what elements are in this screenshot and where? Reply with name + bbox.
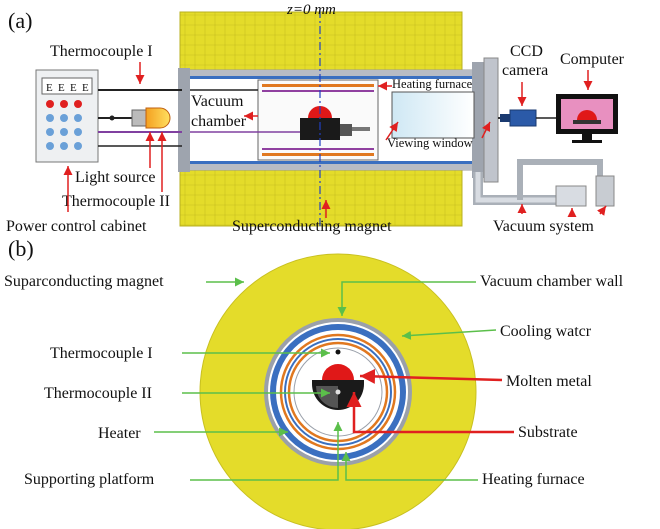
panel-a-tag: (a) <box>8 8 32 33</box>
screen-substrate <box>573 120 601 124</box>
heater-coil-top <box>262 84 374 87</box>
cabinet-display-char-4: E <box>82 82 89 94</box>
chamber-wall-bottom <box>180 164 480 170</box>
chamber-flange-right <box>472 62 484 178</box>
cabinet-display-char-3: E <box>70 82 77 94</box>
label-power-cabinet: Power control cabinet <box>6 218 147 235</box>
label-ccd-line-1: CCD <box>510 43 543 60</box>
magnet-bottom-block <box>179 167 463 227</box>
label-b-magnet: Suparconducting magnet <box>4 273 164 290</box>
heater-coil-bottom <box>262 153 374 156</box>
panel-b-red-leaders <box>346 368 514 434</box>
cooling-line-bottom <box>186 161 476 164</box>
label-thermocouple-1: Thermocouple I <box>50 43 153 60</box>
label-b-chamber-wall: Vacuum chamber wall <box>480 273 624 290</box>
label-b-heating-furnace: Heating furnace <box>482 471 585 488</box>
vacuum-pump <box>555 185 587 207</box>
thermocouple-1-point <box>335 349 341 355</box>
label-vacuum-chamber-line-1: Vacuum <box>191 93 244 110</box>
platform-rod <box>352 127 370 131</box>
panel-b-green-leaders <box>154 277 497 481</box>
vacuum-pipe-highlight <box>475 172 560 203</box>
magnet-top-block <box>179 11 463 73</box>
molten-metal-droplet <box>322 364 354 380</box>
screen-droplet <box>577 110 597 120</box>
label-b-cooling-water: Cooling watcr <box>500 323 592 340</box>
viewing-window <box>391 91 475 139</box>
label-heating-furnace-a: Heating furnace <box>392 77 473 91</box>
label-b-supporting-platform: Supporting platform <box>24 471 155 488</box>
panel-b-tag: (b) <box>8 236 34 261</box>
platform-side <box>340 124 352 136</box>
label-ccd-line-2: camera <box>502 62 548 79</box>
heater-coil-inner-bottom <box>262 148 374 150</box>
cooling-line-top <box>186 76 476 79</box>
chamber-wall-top <box>180 70 480 76</box>
label-b-thermocouple-1: Thermocouple I <box>50 345 153 362</box>
cabinet-display <box>41 77 93 95</box>
label-superconducting-magnet: Superconducting magnet <box>232 218 392 235</box>
z-label: z=0 mm <box>286 2 336 18</box>
label-viewing-window: Viewing window <box>387 136 473 150</box>
panel-a-arrows <box>63 62 607 218</box>
ccd-lens <box>500 114 510 122</box>
cabinet-buttons <box>46 100 82 150</box>
label-b-heater: Heater <box>98 425 141 442</box>
wire-node <box>109 115 115 121</box>
thermocouple-2-point <box>335 389 341 395</box>
label-computer: Computer <box>560 51 625 68</box>
cabinet-display-char-1: E <box>46 82 53 94</box>
vacuum-pump-2 <box>595 175 615 207</box>
chamber-end-cap <box>483 57 499 183</box>
label-thermocouple-2: Thermocouple II <box>62 193 170 210</box>
lamp-base <box>131 109 147 127</box>
label-vacuum-chamber-line-2: chamber <box>191 113 247 130</box>
label-b-substrate: Substrate <box>518 424 578 441</box>
light-source-icon <box>145 107 171 129</box>
chamber-flange-left <box>178 68 190 172</box>
label-b-molten-metal: Molten metal <box>506 373 592 390</box>
ccd-camera-icon <box>509 109 537 127</box>
heater-coil-inner-top <box>262 90 374 92</box>
label-light-source: Light source <box>75 169 155 186</box>
cabinet-display-char-2: E <box>58 82 65 94</box>
label-b-thermocouple-2: Thermocouple II <box>44 385 152 402</box>
label-vacuum-system: Vacuum system <box>493 218 594 235</box>
vacuum-pipe-upper <box>517 159 603 200</box>
monitor-neck <box>582 134 592 140</box>
monitor-stand <box>572 140 602 143</box>
